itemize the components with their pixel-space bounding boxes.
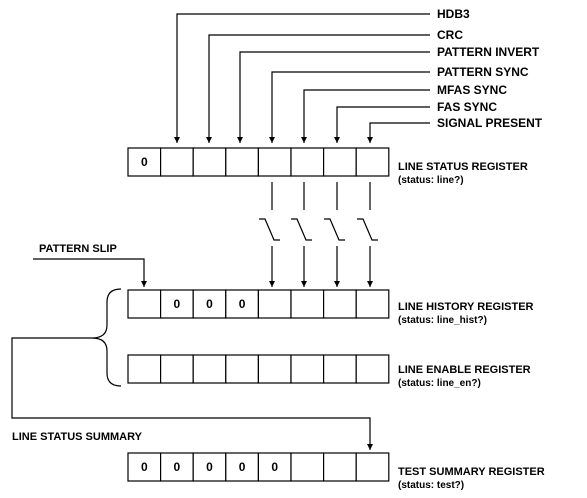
register-bit-cell — [290, 452, 325, 482]
register-bit-cell — [290, 354, 325, 384]
hdb3-label: HDB3 — [437, 7, 470, 21]
signal-lines — [174, 13, 430, 143]
line-status-register-name: LINE STATUS REGISTER — [398, 161, 528, 173]
register-bit-value: 0 — [174, 460, 181, 474]
pattern-invert-label: PATTERN INVERT — [437, 45, 540, 59]
register-bit-cell — [192, 452, 227, 482]
pattern-invert-line — [237, 51, 430, 143]
register-bit-cell — [323, 354, 357, 384]
register-bit-cell — [160, 147, 194, 177]
register-bit-value: 0 — [271, 460, 278, 474]
register-bit-cell — [127, 289, 162, 319]
register-bit-cell — [355, 354, 390, 384]
register-bit-cell — [225, 147, 260, 177]
register-bit-value: 0 — [206, 297, 213, 311]
line-status-summary-label: LINE STATUS SUMMARY — [12, 431, 143, 443]
hdb3-line — [174, 13, 430, 143]
register-bit-cell — [160, 354, 194, 384]
edge-detectors — [259, 182, 378, 287]
grouping-brace — [91, 288, 122, 387]
mfas-sync-label: MFAS SYNC — [437, 83, 507, 97]
line-status-register-query: (status: line?) — [398, 175, 464, 186]
register-bit-cell — [127, 452, 162, 482]
register-bit-value: 0 — [239, 297, 246, 311]
registers: 0 0 0 0 0 0 0 0 0 — [127, 147, 390, 482]
line-history-register-name: LINE HISTORY REGISTER — [398, 301, 534, 313]
pattern-slip-line — [33, 258, 147, 287]
line-enable-register — [127, 354, 390, 384]
line-history-register-query: (status: line_hist?) — [398, 315, 487, 326]
register-bit-cell — [127, 354, 162, 384]
register-bit-cell — [192, 147, 227, 177]
register-bit-cell — [160, 452, 194, 482]
fas-sync-line — [334, 106, 430, 143]
register-bit-value: 0 — [239, 460, 246, 474]
pattern-sync-line — [269, 71, 430, 143]
register-bit-cell — [192, 354, 227, 384]
register-bit-cell — [323, 289, 357, 319]
crc-line — [206, 34, 430, 143]
register-bit-cell — [290, 147, 325, 177]
register-bit-cell — [290, 289, 325, 319]
register-bit-cell — [323, 452, 357, 482]
falling-edge-symbol — [291, 218, 312, 241]
line-history-register: 0 0 0 — [127, 289, 390, 319]
register-bit-cell — [257, 452, 292, 482]
register-bit-cell — [355, 452, 390, 482]
falling-edge-symbol — [259, 218, 280, 241]
falling-edge-symbol — [324, 218, 345, 241]
line-status-summary-line — [11, 337, 373, 450]
register-bit-cell — [355, 289, 390, 319]
register-bit-cell — [160, 289, 194, 319]
falling-edge-symbol — [357, 218, 378, 241]
test-summary-register: 0 0 0 0 0 — [127, 452, 390, 482]
pattern-sync-label: PATTERN SYNC — [437, 65, 529, 79]
register-bit-cell — [225, 354, 260, 384]
register-bit-cell — [323, 147, 357, 177]
register-bit-value: 0 — [206, 460, 213, 474]
register-bit-value: 0 — [141, 460, 148, 474]
register-bit-cell — [257, 289, 292, 319]
register-bit-value: 0 — [141, 155, 148, 169]
register-bit-cell — [225, 452, 260, 482]
register-bit-cell — [355, 147, 390, 177]
register-bit-cell — [257, 354, 292, 384]
register-bit-cell — [192, 289, 227, 319]
register-bit-cell — [127, 147, 162, 177]
register-bit-value: 0 — [174, 297, 181, 311]
register-bit-cell — [257, 147, 292, 177]
line-enable-register-name: LINE ENABLE REGISTER — [398, 364, 531, 376]
fas-sync-label: FAS SYNC — [437, 100, 497, 114]
signal-present-line — [367, 122, 430, 143]
line-enable-register-query: (status: line_en?) — [398, 378, 481, 389]
pattern-slip-label: PATTERN SLIP — [39, 243, 117, 255]
signal-present-label: SIGNAL PRESENT — [437, 116, 543, 130]
mfas-sync-line — [301, 89, 430, 143]
test-summary-register-name: TEST SUMMARY REGISTER — [398, 466, 545, 478]
test-summary-register-query: (status: test?) — [398, 480, 464, 491]
line-status-register: 0 — [127, 147, 390, 177]
crc-label: CRC — [437, 28, 463, 42]
